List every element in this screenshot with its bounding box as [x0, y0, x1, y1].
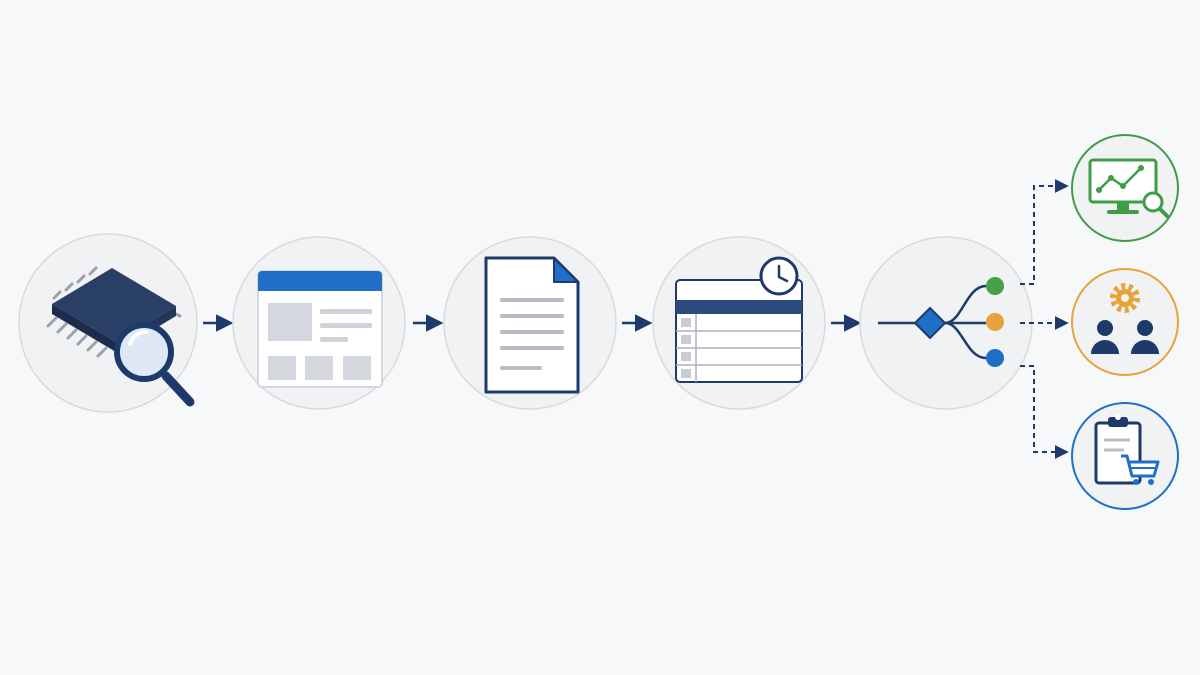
team-gear-icon — [1091, 283, 1159, 354]
step-inspect-chip — [18, 233, 198, 413]
branch-dot-green — [986, 277, 1004, 295]
connector-orders — [1020, 365, 1069, 459]
step-decision-branch — [859, 236, 1033, 410]
clock-icon — [759, 256, 799, 296]
people-icon — [1091, 320, 1159, 354]
outcome-order-list — [1071, 402, 1179, 510]
clipboard-cart-icon — [1094, 414, 1160, 485]
branch-connectors — [1020, 179, 1069, 459]
outcome-monitoring — [1071, 134, 1179, 242]
table-clock-icon — [675, 256, 803, 383]
chip-magnifier-icon — [46, 266, 195, 407]
step-web-layout — [232, 236, 406, 410]
branch-dot-blue — [986, 349, 1004, 367]
outcome-team-settings — [1071, 268, 1179, 376]
web-layout-icon — [257, 270, 383, 388]
gear-icon — [1110, 283, 1140, 313]
step-scheduled-table — [652, 236, 826, 410]
monitor-analytics-icon — [1088, 158, 1170, 219]
connector-monitoring — [1020, 179, 1069, 285]
branch-dot-orange — [986, 313, 1004, 331]
cart-icon — [1121, 454, 1160, 485]
step-document — [443, 236, 617, 410]
decision-branch-icon — [878, 277, 1004, 367]
document-icon — [484, 256, 580, 394]
